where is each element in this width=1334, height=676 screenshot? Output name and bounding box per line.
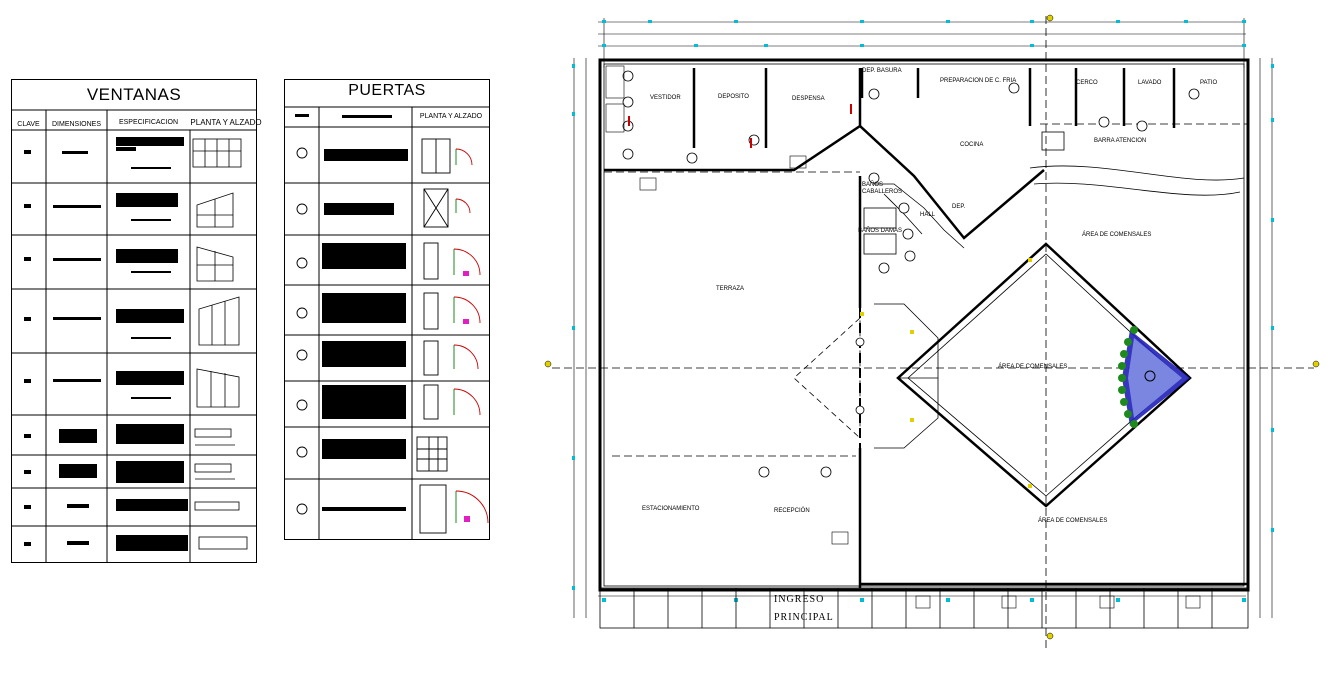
room-recepcion: RECEPCIÓN: [774, 508, 810, 514]
header-especificacion: ESPECIFICACION: [118, 119, 179, 126]
entrance-label-line2: PRINCIPAL: [774, 612, 834, 623]
header-planta-alzado: PLANTA Y ALZADO: [190, 118, 262, 127]
header-dimensiones: DIMENSIONES: [51, 121, 101, 128]
room-preparacion: PREPARACION DE C. FRIA: [940, 78, 1017, 84]
entrance-label-line1: INGRESO: [774, 594, 825, 605]
puertas-title: PUERTAS: [348, 82, 426, 99]
room-comensales-3: ÁREA DE COMENSALES: [1038, 518, 1108, 524]
puertas-schedule: PUERTAS PLANTA Y ALZADO: [284, 79, 490, 540]
room-comensales-2: ÁREA DE COMENSALES: [998, 364, 1068, 370]
room-comensales-1: ÁREA DE COMENSALES: [1082, 232, 1152, 238]
room-dep: DEP.: [952, 204, 966, 210]
header-clave: CLAVE: [17, 121, 40, 128]
room-deposito: DEPOSITO: [718, 94, 749, 100]
room-banos-caballeros: BAÑOS CABALLEROS: [862, 182, 903, 195]
ventanas-title: VENTANAS: [86, 85, 182, 104]
room-hall: HALL: [920, 212, 936, 218]
room-barra: BARRA ATENCION: [1094, 138, 1147, 144]
room-estacionamiento: ESTACIONAMIENTO: [642, 506, 700, 512]
puertas-grid: [284, 79, 490, 540]
plan-labels: VESTIDOR DEPOSITO DESPENSA DEP. BASURA P…: [544, 8, 1324, 668]
room-cerco: CERCO: [1076, 80, 1098, 86]
room-terraza: TERRAZA: [716, 286, 745, 292]
room-vestidor: VESTIDOR: [650, 95, 681, 101]
header-planta-alzado-puertas: PLANTA Y ALZADO: [419, 113, 483, 120]
room-despensa: DESPENSA: [792, 96, 825, 102]
room-lavado: LAVADO: [1138, 80, 1162, 86]
room-dep-basura: DEP. BASURA: [862, 68, 902, 74]
floor-plan: [544, 14, 1320, 648]
ventanas-grid: [11, 79, 257, 563]
room-patio: PATIO: [1200, 80, 1218, 86]
room-banos-damas: BAÑOS DAMAS: [858, 228, 903, 234]
room-cocina: COCINA: [960, 142, 984, 148]
ventanas-schedule: VENTANAS CLAVE DIMENSIONES ESPECIFICACIO…: [11, 79, 262, 563]
